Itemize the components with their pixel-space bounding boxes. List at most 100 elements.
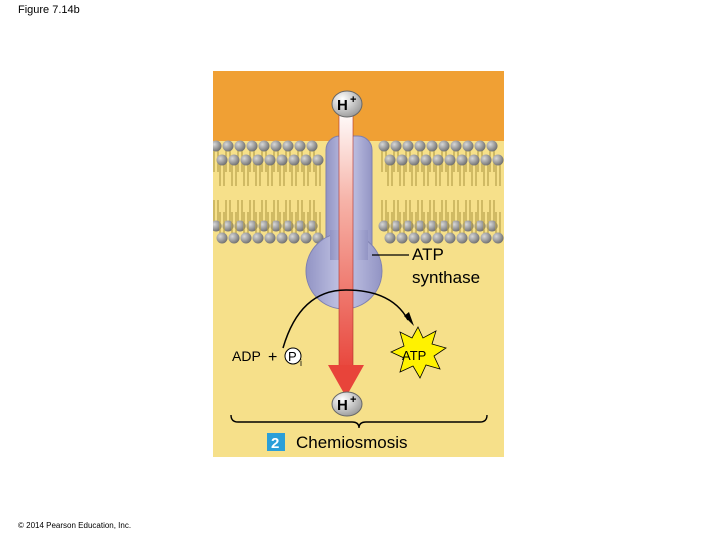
lipid-head xyxy=(474,140,486,152)
lipid-head xyxy=(462,220,474,232)
lipid-head xyxy=(492,232,504,244)
proton-top-charge: + xyxy=(350,94,356,106)
lipid-head xyxy=(234,220,246,232)
lipid-head xyxy=(234,140,246,152)
proton-bottom: H + xyxy=(331,391,363,417)
lipid-head xyxy=(474,220,486,232)
lipid-head xyxy=(390,140,402,152)
lipid-bilayer xyxy=(213,140,504,244)
lipid-head xyxy=(264,232,276,244)
lipid-head xyxy=(258,220,270,232)
atp-product-label: ATP xyxy=(402,348,426,363)
lipid-head xyxy=(396,232,408,244)
lipid-head xyxy=(480,232,492,244)
lipid-head xyxy=(300,232,312,244)
phosphate-subscript: i xyxy=(300,358,302,368)
lipid-head xyxy=(438,220,450,232)
lipid-head xyxy=(402,220,414,232)
phosphate-symbol: P xyxy=(288,349,297,364)
lipid-head xyxy=(420,154,432,166)
lipid-head xyxy=(432,232,444,244)
lipid-head xyxy=(414,140,426,152)
step-badge xyxy=(267,433,285,451)
lipid-head xyxy=(228,232,240,244)
reaction-arrow xyxy=(282,289,409,349)
lipid-head xyxy=(426,220,438,232)
lipid-head xyxy=(378,220,390,232)
proton-bottom-symbol: H xyxy=(337,397,348,414)
lipid-head xyxy=(480,154,492,166)
step-number: 2 xyxy=(271,435,279,452)
lipid-head xyxy=(276,232,288,244)
lipid-head xyxy=(414,220,426,232)
atp-burst xyxy=(390,326,447,379)
figure-label: Figure 7.14b xyxy=(18,4,80,16)
panel: H + H + xyxy=(213,71,504,457)
plus-sign: + xyxy=(268,349,277,366)
lipid-head xyxy=(222,140,234,152)
phosphate-circle xyxy=(284,347,302,365)
lipid-head xyxy=(270,140,282,152)
lipid-head xyxy=(264,154,276,166)
lipid-head xyxy=(252,154,264,166)
lipid-head xyxy=(246,220,258,232)
lipid-head xyxy=(288,154,300,166)
lipid-head xyxy=(450,220,462,232)
lipid-head xyxy=(228,154,240,166)
lipid-head xyxy=(450,140,462,152)
lipid-head xyxy=(216,154,228,166)
lipid-head xyxy=(246,140,258,152)
step-title: Chemiosmosis xyxy=(296,433,407,452)
lipid-head xyxy=(282,220,294,232)
lipid-head xyxy=(486,140,498,152)
lipid-head xyxy=(408,232,420,244)
lipid-head xyxy=(408,154,420,166)
lipid-head xyxy=(222,220,234,232)
lipid-head xyxy=(456,232,468,244)
reaction-arrowhead xyxy=(404,312,414,326)
lipid-head xyxy=(384,232,396,244)
lipid-head xyxy=(213,220,222,232)
copyright-notice: © 2014 Pearson Education, Inc. xyxy=(18,521,132,530)
atp-synthase-label-line1: ATP xyxy=(412,245,444,264)
atp-synthase-label-line2: synthase xyxy=(412,268,480,287)
lipid-head xyxy=(240,154,252,166)
lipid-head xyxy=(438,140,450,152)
lipid-head xyxy=(276,154,288,166)
lipid-head xyxy=(402,140,414,152)
lipid-head xyxy=(306,220,318,232)
lipid-head xyxy=(462,140,474,152)
lipid-head xyxy=(216,232,228,244)
lipid-head xyxy=(396,154,408,166)
lipid-head xyxy=(444,232,456,244)
lipid-head xyxy=(444,154,456,166)
proton-top: H + xyxy=(331,90,363,118)
lipid-head xyxy=(390,220,402,232)
proton-bottom-charge: + xyxy=(350,394,356,406)
lipid-head xyxy=(378,140,390,152)
lipid-head xyxy=(282,140,294,152)
lipid-head xyxy=(300,154,312,166)
proton-top-symbol: H xyxy=(337,97,348,114)
lipid-head xyxy=(468,232,480,244)
lipid-head xyxy=(258,140,270,152)
lipid-head xyxy=(294,220,306,232)
lipid-head xyxy=(384,154,396,166)
lipid-head xyxy=(240,232,252,244)
lipid-head xyxy=(252,232,264,244)
lipid-head xyxy=(294,140,306,152)
lipid-head xyxy=(468,154,480,166)
lipid-head xyxy=(492,154,504,166)
adp-label: ADP xyxy=(232,348,261,364)
step-bracket xyxy=(230,414,488,429)
lipid-head xyxy=(486,220,498,232)
lipid-head xyxy=(213,140,222,152)
lipid-head xyxy=(420,232,432,244)
lipid-head xyxy=(432,154,444,166)
lipid-head xyxy=(312,154,324,166)
lipid-head xyxy=(288,232,300,244)
lipid-head xyxy=(426,140,438,152)
lipid-head xyxy=(456,154,468,166)
lipid-head xyxy=(270,220,282,232)
